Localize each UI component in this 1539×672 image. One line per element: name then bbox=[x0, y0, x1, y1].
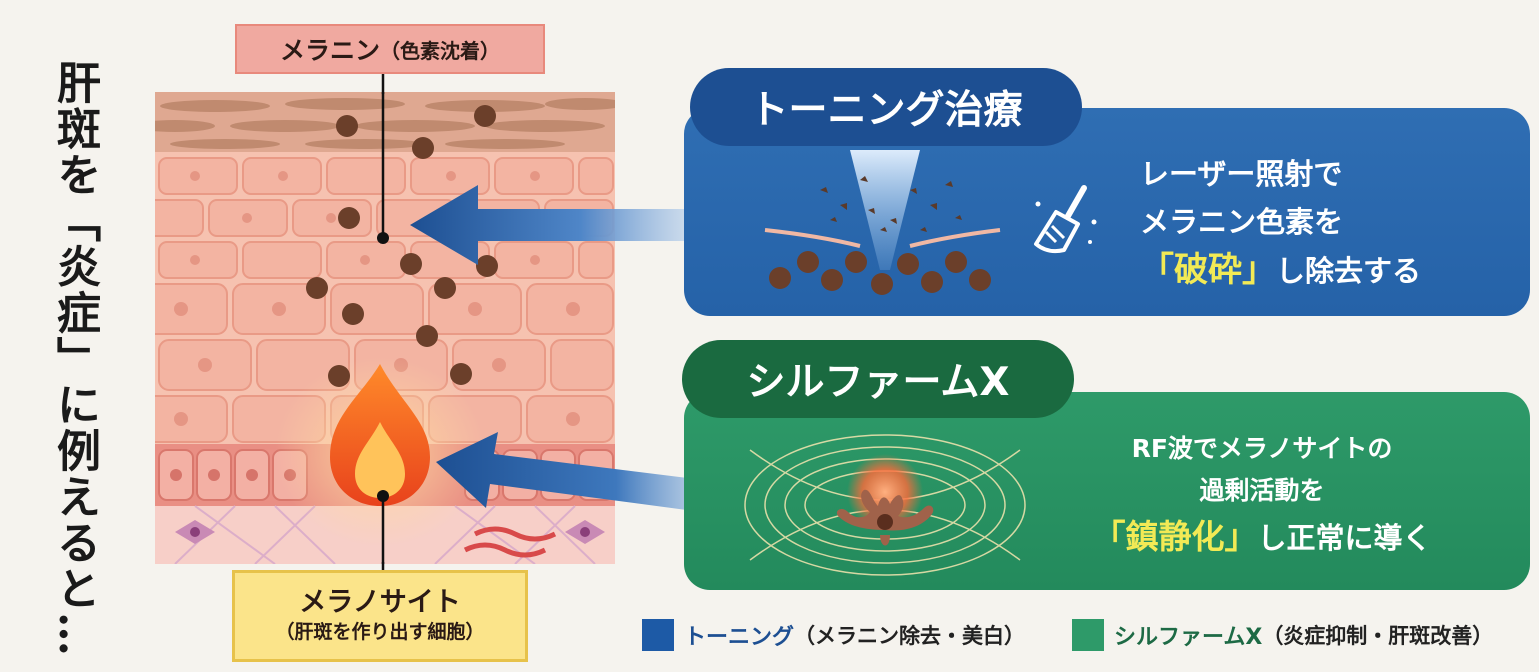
toning-title: トーニング治療 bbox=[690, 68, 1082, 146]
melanocyte-label-main: メラノサイト bbox=[299, 587, 461, 619]
laser-beam-icon bbox=[764, 150, 1001, 295]
sylfirm-title: シルファームX bbox=[682, 340, 1074, 418]
toning-description: レーザー照射で メラニン色素を 「破砕」し除去する bbox=[1140, 150, 1421, 295]
rf-wave-icon bbox=[744, 434, 1026, 576]
legend-sylfirm: シルファームX （炎症抑制・肝斑改善） bbox=[1072, 619, 1493, 651]
melanocyte-label: メラノサイト （肝斑を作り出す細胞） bbox=[232, 570, 528, 662]
melanin-label: メラニン （色素沈着） bbox=[235, 24, 545, 74]
melanin-label-sub: （色素沈着） bbox=[380, 38, 500, 63]
melanocyte-label-sub: （肝斑を作り出す細胞） bbox=[275, 620, 485, 643]
sylfirm-highlight: 「鎮静化」 bbox=[1092, 517, 1258, 556]
legend-toning-swatch bbox=[642, 619, 674, 651]
sylfirm-panel bbox=[684, 392, 1530, 590]
melanin-label-main: メラニン bbox=[279, 36, 380, 65]
skin-cross-section bbox=[155, 92, 615, 564]
sylfirm-line-3: 「鎮静化」し正常に導く bbox=[1072, 516, 1452, 559]
sylfirm-arrow bbox=[436, 432, 736, 516]
toning-line-2: メラニン色素を bbox=[1140, 205, 1344, 239]
melanin-leader-line bbox=[381, 74, 385, 94]
legend-toning-label: トーニング bbox=[684, 625, 795, 650]
melanocyte-cell-icon bbox=[836, 489, 934, 546]
toning-arrow bbox=[410, 185, 720, 265]
vertical-title: 肝斑を「炎症」に例えると… bbox=[49, 60, 100, 658]
legend-toning: トーニング （メラニン除去・美白） bbox=[642, 619, 1025, 651]
toning-line-3-rest: し除去する bbox=[1276, 254, 1422, 288]
sylfirm-line-2: 過剰活動を bbox=[1199, 476, 1325, 505]
sylfirm-line-1: RF波でメラノサイトの bbox=[1131, 434, 1393, 463]
sylfirm-line-3-rest: し正常に導く bbox=[1257, 521, 1432, 555]
legend-toning-note: （メラニン除去・美白） bbox=[794, 624, 1026, 648]
legend-sylfirm-label: シルファームX bbox=[1114, 625, 1263, 650]
legend-sylfirm-note: （炎症抑制・肝斑改善） bbox=[1262, 624, 1494, 648]
melanin-particles bbox=[306, 105, 498, 387]
legend-sylfirm-swatch bbox=[1072, 619, 1104, 651]
broom-icon bbox=[1034, 185, 1097, 254]
toning-line-1: レーザー照射で bbox=[1140, 157, 1343, 191]
flame-icon bbox=[330, 364, 430, 506]
toning-highlight: 「破砕」 bbox=[1140, 250, 1276, 290]
sylfirm-description: RF波でメラノサイトの 過剰活動を 「鎮静化」し正常に導く bbox=[1072, 428, 1452, 559]
toning-line-3: 「破砕」し除去する bbox=[1140, 246, 1421, 295]
